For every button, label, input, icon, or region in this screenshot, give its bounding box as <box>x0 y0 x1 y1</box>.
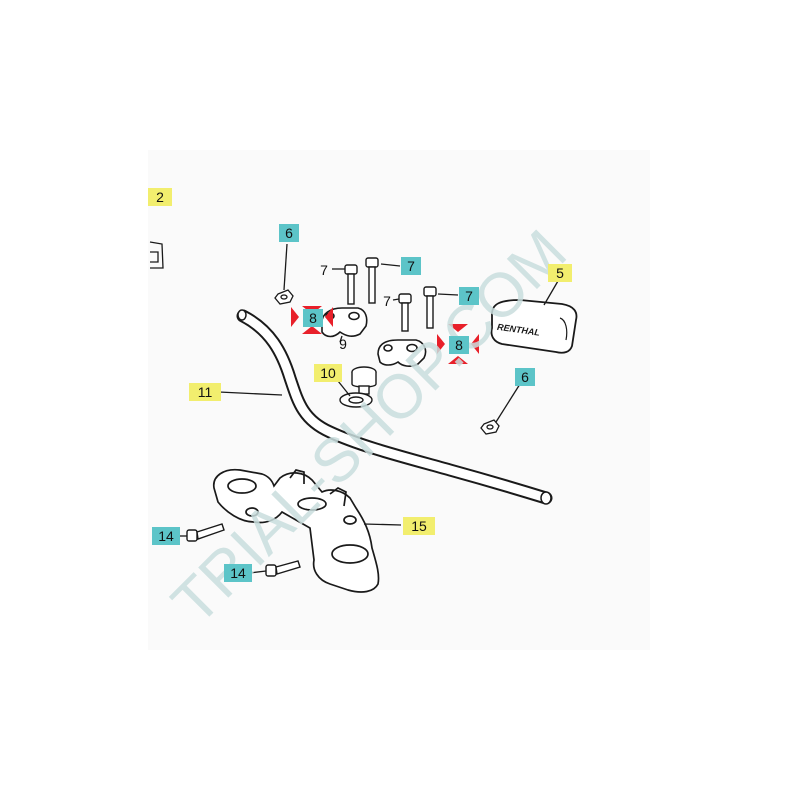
stud-9 <box>351 366 377 395</box>
red-markers-right <box>437 324 479 364</box>
callout-8a: 8 <box>303 309 323 327</box>
upper-clamp-left <box>321 307 368 338</box>
callout-7d: 7 <box>459 287 479 305</box>
part-2-fragment <box>149 241 164 269</box>
callout-14a: 14 <box>152 527 180 545</box>
callout-2: 2 <box>148 188 172 206</box>
callout-9: 9 <box>339 336 347 352</box>
bolt-14b <box>265 560 301 577</box>
washer-10 <box>339 392 373 408</box>
callout-6a: 6 <box>279 224 299 242</box>
callout-5: 5 <box>548 264 572 282</box>
bolt-7b <box>365 257 379 304</box>
callout-7c: 7 <box>383 293 391 309</box>
callout-6b: 6 <box>515 368 535 386</box>
callout-15: 15 <box>403 517 435 535</box>
bolt-7d <box>423 286 437 329</box>
bolt-7a <box>344 264 358 305</box>
callout-7a: 7 <box>320 262 328 278</box>
nut-6a <box>274 289 294 305</box>
upper-clamp-right <box>377 339 427 367</box>
bolt-14a <box>186 523 225 542</box>
nut-6b <box>480 419 500 435</box>
callout-10: 10 <box>314 364 342 382</box>
callout-14b: 14 <box>224 564 252 582</box>
bar-pad-5: RENTHAL <box>490 299 578 354</box>
triple-clamp-15 <box>213 468 380 593</box>
leader-lines <box>180 243 559 574</box>
red-markers-left <box>291 306 333 334</box>
callout-11: 11 <box>189 383 221 401</box>
callout-7b: 7 <box>401 257 421 275</box>
handlebar <box>236 309 553 505</box>
callout-8b: 8 <box>449 336 469 354</box>
bolt-7c <box>398 293 412 332</box>
